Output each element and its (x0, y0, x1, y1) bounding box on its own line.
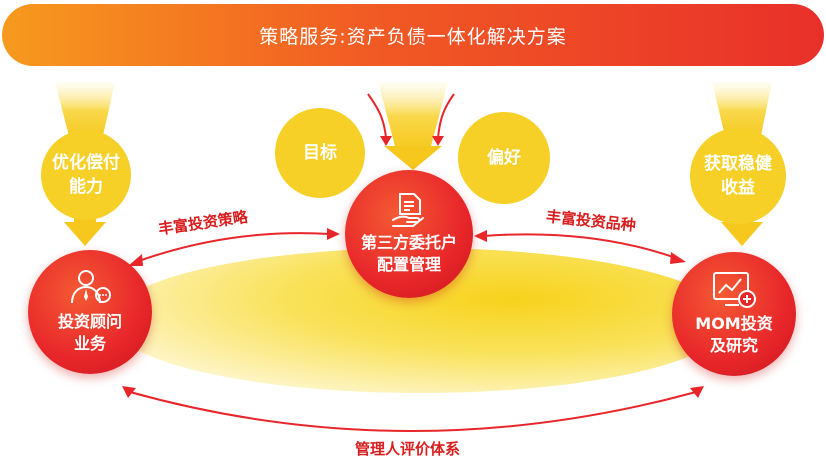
left-double-arrow (135, 232, 331, 263)
yellow-node-target: 目标 (275, 108, 365, 198)
document-hand-icon (392, 193, 424, 227)
right-beam (712, 82, 772, 140)
red-node-center: 第三方委托户 配置管理 (345, 170, 473, 298)
right-beam-arrow (721, 222, 763, 246)
red-node-right-label: MOM投资 及研究 (695, 314, 773, 355)
center-beam-arrow (384, 146, 442, 170)
right-double-arrow (483, 233, 677, 259)
yellow-node-left: 优化偿付 能力 (41, 130, 131, 220)
monitor-chart-icon (713, 272, 756, 308)
center-beam (378, 82, 448, 150)
center-right-curve-arrow (437, 93, 455, 139)
bottom-arrow-label: 管理人评价体系 (355, 440, 461, 458)
yellow-node-left-label: 优化偿付 能力 (52, 153, 120, 197)
yellow-node-target-label: 目标 (303, 143, 337, 163)
bottom-double-arrow (129, 391, 697, 432)
left-beam (55, 82, 115, 140)
center-left-curve-arrow (367, 93, 387, 139)
banner-title: 策略服务:资产负债一体化解决方案 (259, 25, 567, 48)
yellow-node-preference: 偏好 (458, 112, 550, 204)
red-node-center-label: 第三方委托户 配置管理 (360, 233, 457, 274)
red-node-left-label: 投资顾问 业务 (57, 312, 122, 353)
yellow-node-right: 获取稳健 收益 (690, 128, 786, 224)
advisor-chat-icon (71, 270, 111, 304)
yellow-node-right-label: 获取稳健 收益 (704, 154, 772, 198)
yellow-node-preference-label: 偏好 (487, 148, 521, 168)
red-node-left: 投资顾问 业务 (28, 250, 152, 374)
left-beam-arrow (64, 222, 106, 246)
red-node-right: MOM投资 及研究 (672, 252, 796, 376)
strategy-banner: 策略服务:资产负债一体化解决方案 (2, 4, 824, 66)
